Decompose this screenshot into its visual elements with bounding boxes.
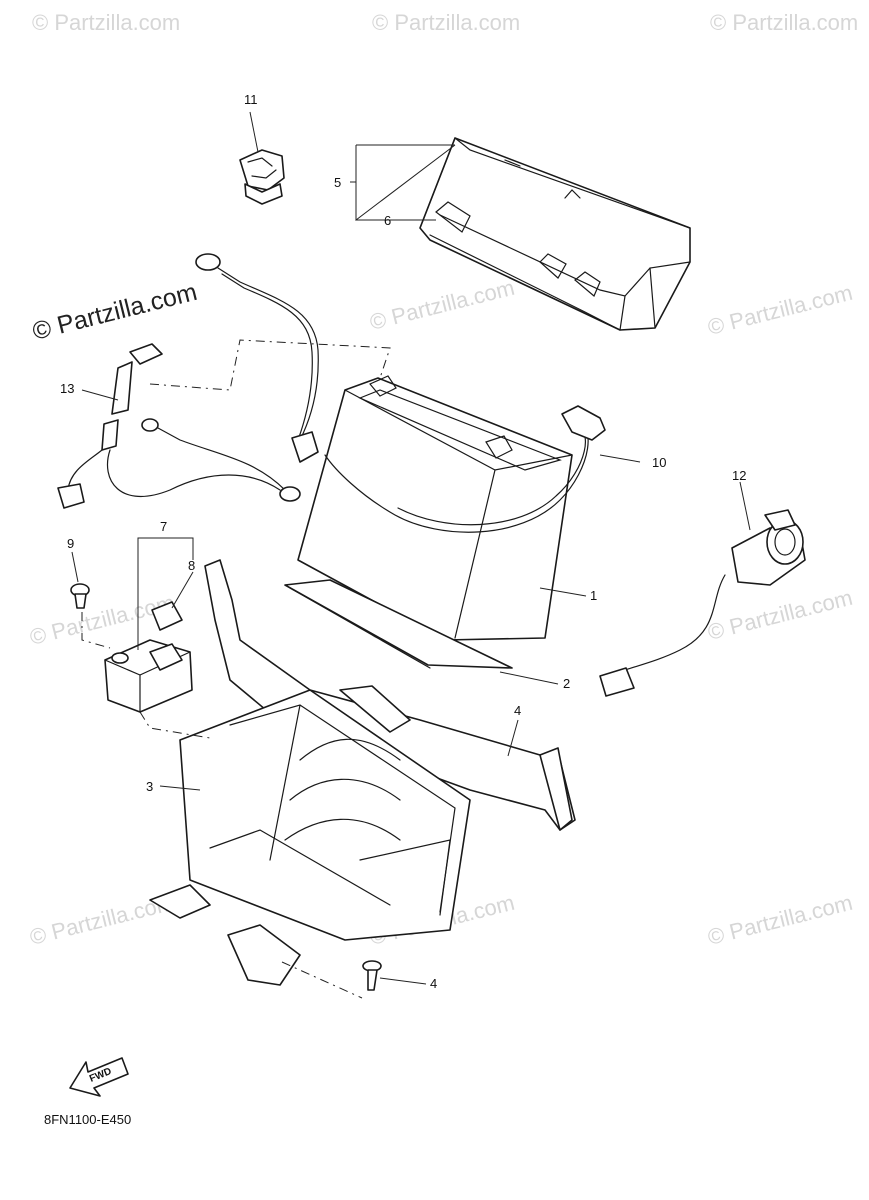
leader-lines [71,111,751,999]
watermark: © Partzilla.com [710,10,858,35]
part-7-starter-relay [104,639,193,713]
upper-cable [195,253,319,463]
part-11-clip [239,149,285,205]
callout-3: 3 [146,779,153,794]
part-10-positive-cable [324,405,606,533]
diagram-code: 8FN1100-E450 [44,1112,131,1127]
callout-8: 8 [188,558,195,573]
part-13-harness [57,343,301,509]
watermark: © Partzilla.com [372,10,520,35]
part-4-bolt-lower [362,960,382,991]
callout-5: 5 [334,175,341,190]
watermark: © Partzilla.com [705,890,855,950]
part-8-fuse [151,601,183,631]
callout-11: 11 [244,92,258,107]
callout-7: 7 [160,519,167,534]
part-2-battery-pad [284,579,513,669]
part-5-battery-cover [419,137,691,331]
callout-6: 6 [384,213,391,228]
part-1-battery [297,375,573,641]
part-12-dc-socket [599,509,806,697]
callout-labels: 11 5 6 13 10 12 7 9 8 1 2 4 3 4 [60,92,746,991]
watermark: © Partzilla.com [705,585,855,645]
watermark: © Partzilla.com [705,280,855,340]
watermark-main: © Partzilla.com [30,278,200,346]
callout-2: 2 [563,676,570,691]
callout-4-lower: 4 [430,976,437,991]
fwd-arrow-icon: FWD [69,1057,129,1097]
callout-13: 13 [60,381,74,396]
watermark: © Partzilla.com [32,10,180,35]
part-3-battery-box [149,559,576,986]
callout-9: 9 [67,536,74,551]
callout-4-upper: 4 [514,703,521,718]
callout-10: 10 [652,455,666,470]
callout-12: 12 [732,468,746,483]
watermark: © Partzilla.com [367,275,517,335]
callout-1: 1 [590,588,597,603]
part-9-bolt [70,583,90,609]
